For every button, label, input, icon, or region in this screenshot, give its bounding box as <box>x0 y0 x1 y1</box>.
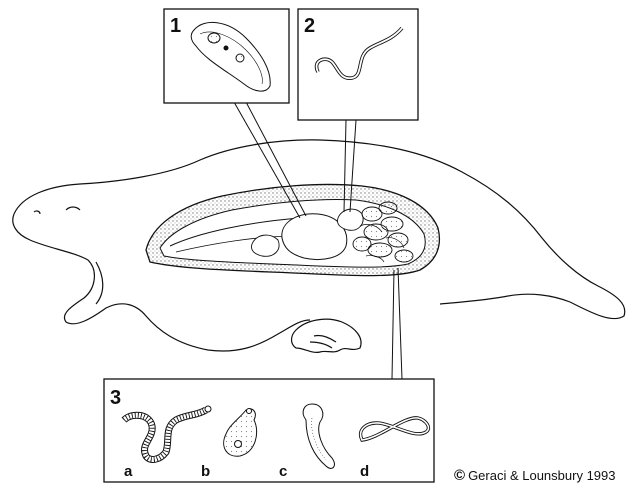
hind-flipper <box>292 319 362 352</box>
panel-1-number: 1 <box>170 15 181 37</box>
copyright-text: Geraci & Lounsbury 1993 <box>468 468 615 483</box>
panel-3-number: 3 <box>110 387 121 409</box>
panel-2: 2 <box>298 9 418 120</box>
panel-3: 3 a b c d <box>104 379 434 482</box>
body-cavity <box>146 184 439 275</box>
label-b: b <box>201 463 210 480</box>
label-d: d <box>360 463 369 480</box>
copyright-symbol: © <box>454 467 465 484</box>
copyright-notice: ©Geraci & Lounsbury 1993 <box>454 467 616 484</box>
panel-2-number: 2 <box>304 15 315 37</box>
label-a: a <box>124 463 133 480</box>
panel-1: 1 <box>164 9 289 103</box>
label-c: c <box>279 463 287 480</box>
